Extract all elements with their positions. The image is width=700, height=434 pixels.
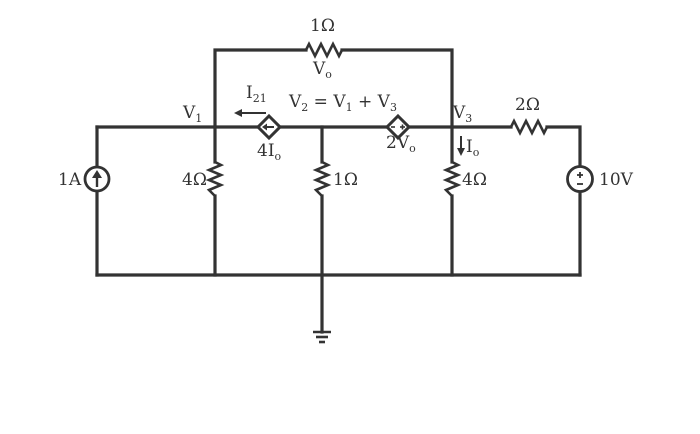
current-source-1a [83, 165, 111, 193]
resistor-series-2ohm [509, 118, 549, 136]
resistor-right-4ohm [442, 160, 462, 197]
wire-top-loop-left [213, 48, 308, 129]
ground-symbol [313, 330, 331, 344]
arrow-left-icon [262, 123, 267, 131]
arrow-left-icon [234, 109, 242, 117]
label-dep-current-source: 4Io [257, 141, 282, 163]
dependent-voltage-source-2vo [384, 113, 412, 141]
label-i21: I21 [246, 83, 267, 105]
arrow-i21 [234, 109, 266, 117]
label-r-mid: 1Ω [333, 170, 358, 190]
label-io: Io [466, 137, 480, 159]
resistor-top-1ohm [304, 41, 344, 59]
wire-main-to-voltage-source [545, 125, 582, 168]
label-r-right: 4Ω [462, 170, 487, 190]
resistor-mid-1ohm [312, 160, 332, 197]
label-current-source: 1A [58, 170, 82, 190]
arrow-up-icon [92, 170, 102, 178]
voltage-source-10v [566, 165, 594, 193]
label-v1: V1 [182, 103, 202, 125]
label-r-top: 1Ω [310, 16, 335, 36]
label-voltage-source: 10V [599, 170, 634, 190]
wire-top-loop-right [340, 48, 454, 129]
label-dep-voltage-source: 2Vo [386, 133, 416, 155]
arrow-io [457, 136, 465, 156]
arrow-down-icon [457, 148, 465, 156]
resistor-left-4ohm [205, 160, 225, 197]
label-r-series: 2Ω [515, 95, 540, 115]
label-vo: Vo [312, 59, 332, 81]
dependent-current-source-4io [255, 113, 283, 141]
wires [95, 48, 582, 334]
label-r-left: 4Ω [182, 170, 207, 190]
label-v3: V3 [452, 103, 472, 125]
label-constraint: V2 = V1 + V3 [288, 92, 397, 114]
